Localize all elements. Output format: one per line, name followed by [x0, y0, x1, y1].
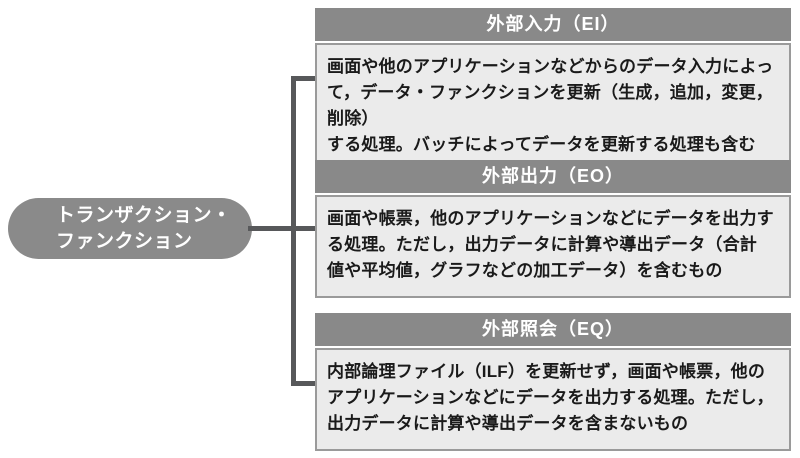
branch-ei-body-line2: て，データ・ファンクションを更新（生成，追加，変更，削除） [327, 83, 774, 128]
branch-eo-body-line2: る処理。ただし，出力データに計算や導出データ（合計 [327, 235, 757, 254]
branch-eo-body-line3: 値や平均値，グラフなどの加工データ）を含むもの [327, 261, 723, 280]
branch-eq-body-line3: 出力データに計算や導出データを含まないもの [327, 414, 689, 433]
branch-title-ei: 外部入力（EI） [486, 14, 620, 34]
connector-trunk [291, 76, 296, 386]
branch-box-ei: 外部入力（EI） 画面や他のアプリケーションなどからのデータ入力によっ て，デー… [315, 8, 791, 172]
branch-eo-body-line1: 画面や帳票，他のアプリケーションなどにデータを出力す [327, 209, 774, 228]
branch-box-eo: 外部出力（EO） 画面や帳票，他のアプリケーションなどにデータを出力す る処理。… [315, 160, 791, 298]
root-node-transaction-function: トランザクション・ ファンクション [8, 198, 252, 259]
branch-body-eo: 画面や帳票，他のアプリケーションなどにデータを出力す る処理。ただし，出力データ… [315, 195, 791, 298]
branch-body-eq: 内部論理ファイル（ILF）を更新せず，画面や帳票，他の アプリケーションなどにデ… [315, 348, 791, 451]
root-node-label-line1: トランザクション・ [56, 205, 232, 227]
branch-ei-body-line3: する処理。バッチによってデータを更新する処理も含む [327, 135, 756, 154]
branch-title-eo: 外部出力（EO） [481, 166, 624, 186]
connector-branch-eq [291, 381, 317, 386]
branch-ei-body-line1: 画面や他のアプリケーションなどからのデータ入力によっ [327, 57, 774, 76]
branch-header-eo: 外部出力（EO） [315, 160, 791, 193]
connector-branch-ei [291, 76, 317, 81]
branch-box-eq: 外部照会（EQ） 内部論理ファイル（ILF）を更新せず，画面や帳票，他の アプリ… [315, 313, 791, 451]
root-node-label-line2: ファンクション [56, 230, 193, 252]
branch-header-ei: 外部入力（EI） [315, 8, 791, 41]
branch-eq-body-line2: アプリケーションなどにデータを出力する処理。ただし， [327, 388, 774, 407]
branch-title-eq: 外部照会（EQ） [481, 319, 624, 339]
connector-root-to-trunk [248, 226, 317, 231]
branch-eq-body-line1: 内部論理ファイル（ILF）を更新せず，画面や帳票，他の [327, 362, 766, 381]
branch-header-eq: 外部照会（EQ） [315, 313, 791, 346]
branch-body-ei: 画面や他のアプリケーションなどからのデータ入力によっ て，データ・ファンクション… [315, 43, 791, 172]
